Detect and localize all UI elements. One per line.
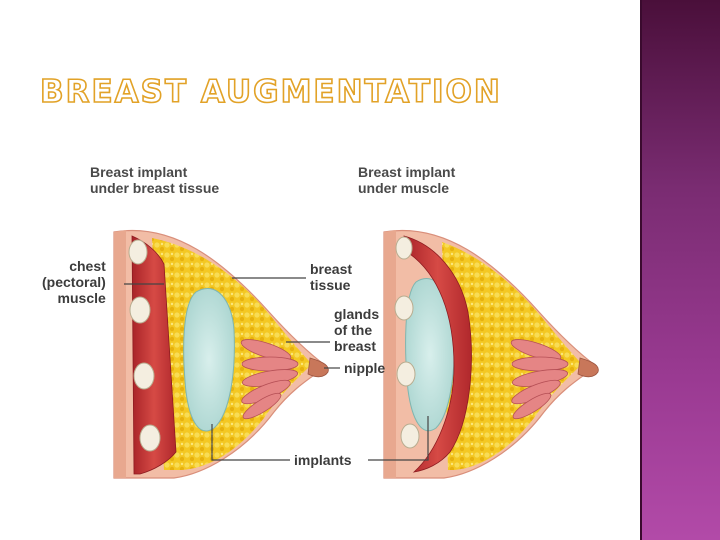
- label-leader-lines: [124, 277, 429, 461]
- slide-title: Breast Augmentation: [39, 73, 502, 111]
- left-breast-cross-section: [113, 230, 329, 479]
- anatomy-diagram: Breast implant under breast tissue Breas…: [34, 152, 624, 482]
- anatomy-illustration: [113, 230, 599, 479]
- label-implants: implants: [294, 452, 352, 468]
- right-breast-cross-section: [383, 230, 599, 479]
- label-glands-of-the-breast: glands of the breast: [334, 306, 380, 354]
- left-panel-title: Breast implant under breast tissue: [90, 164, 220, 196]
- decorative-side-band: [640, 0, 720, 540]
- label-nipple: nipple: [344, 360, 386, 376]
- right-panel-title: Breast implant under muscle: [358, 164, 456, 196]
- label-chest-pectoral-muscle: chest (pectoral) muscle: [42, 258, 106, 306]
- label-breast-tissue: breast tissue: [310, 261, 353, 293]
